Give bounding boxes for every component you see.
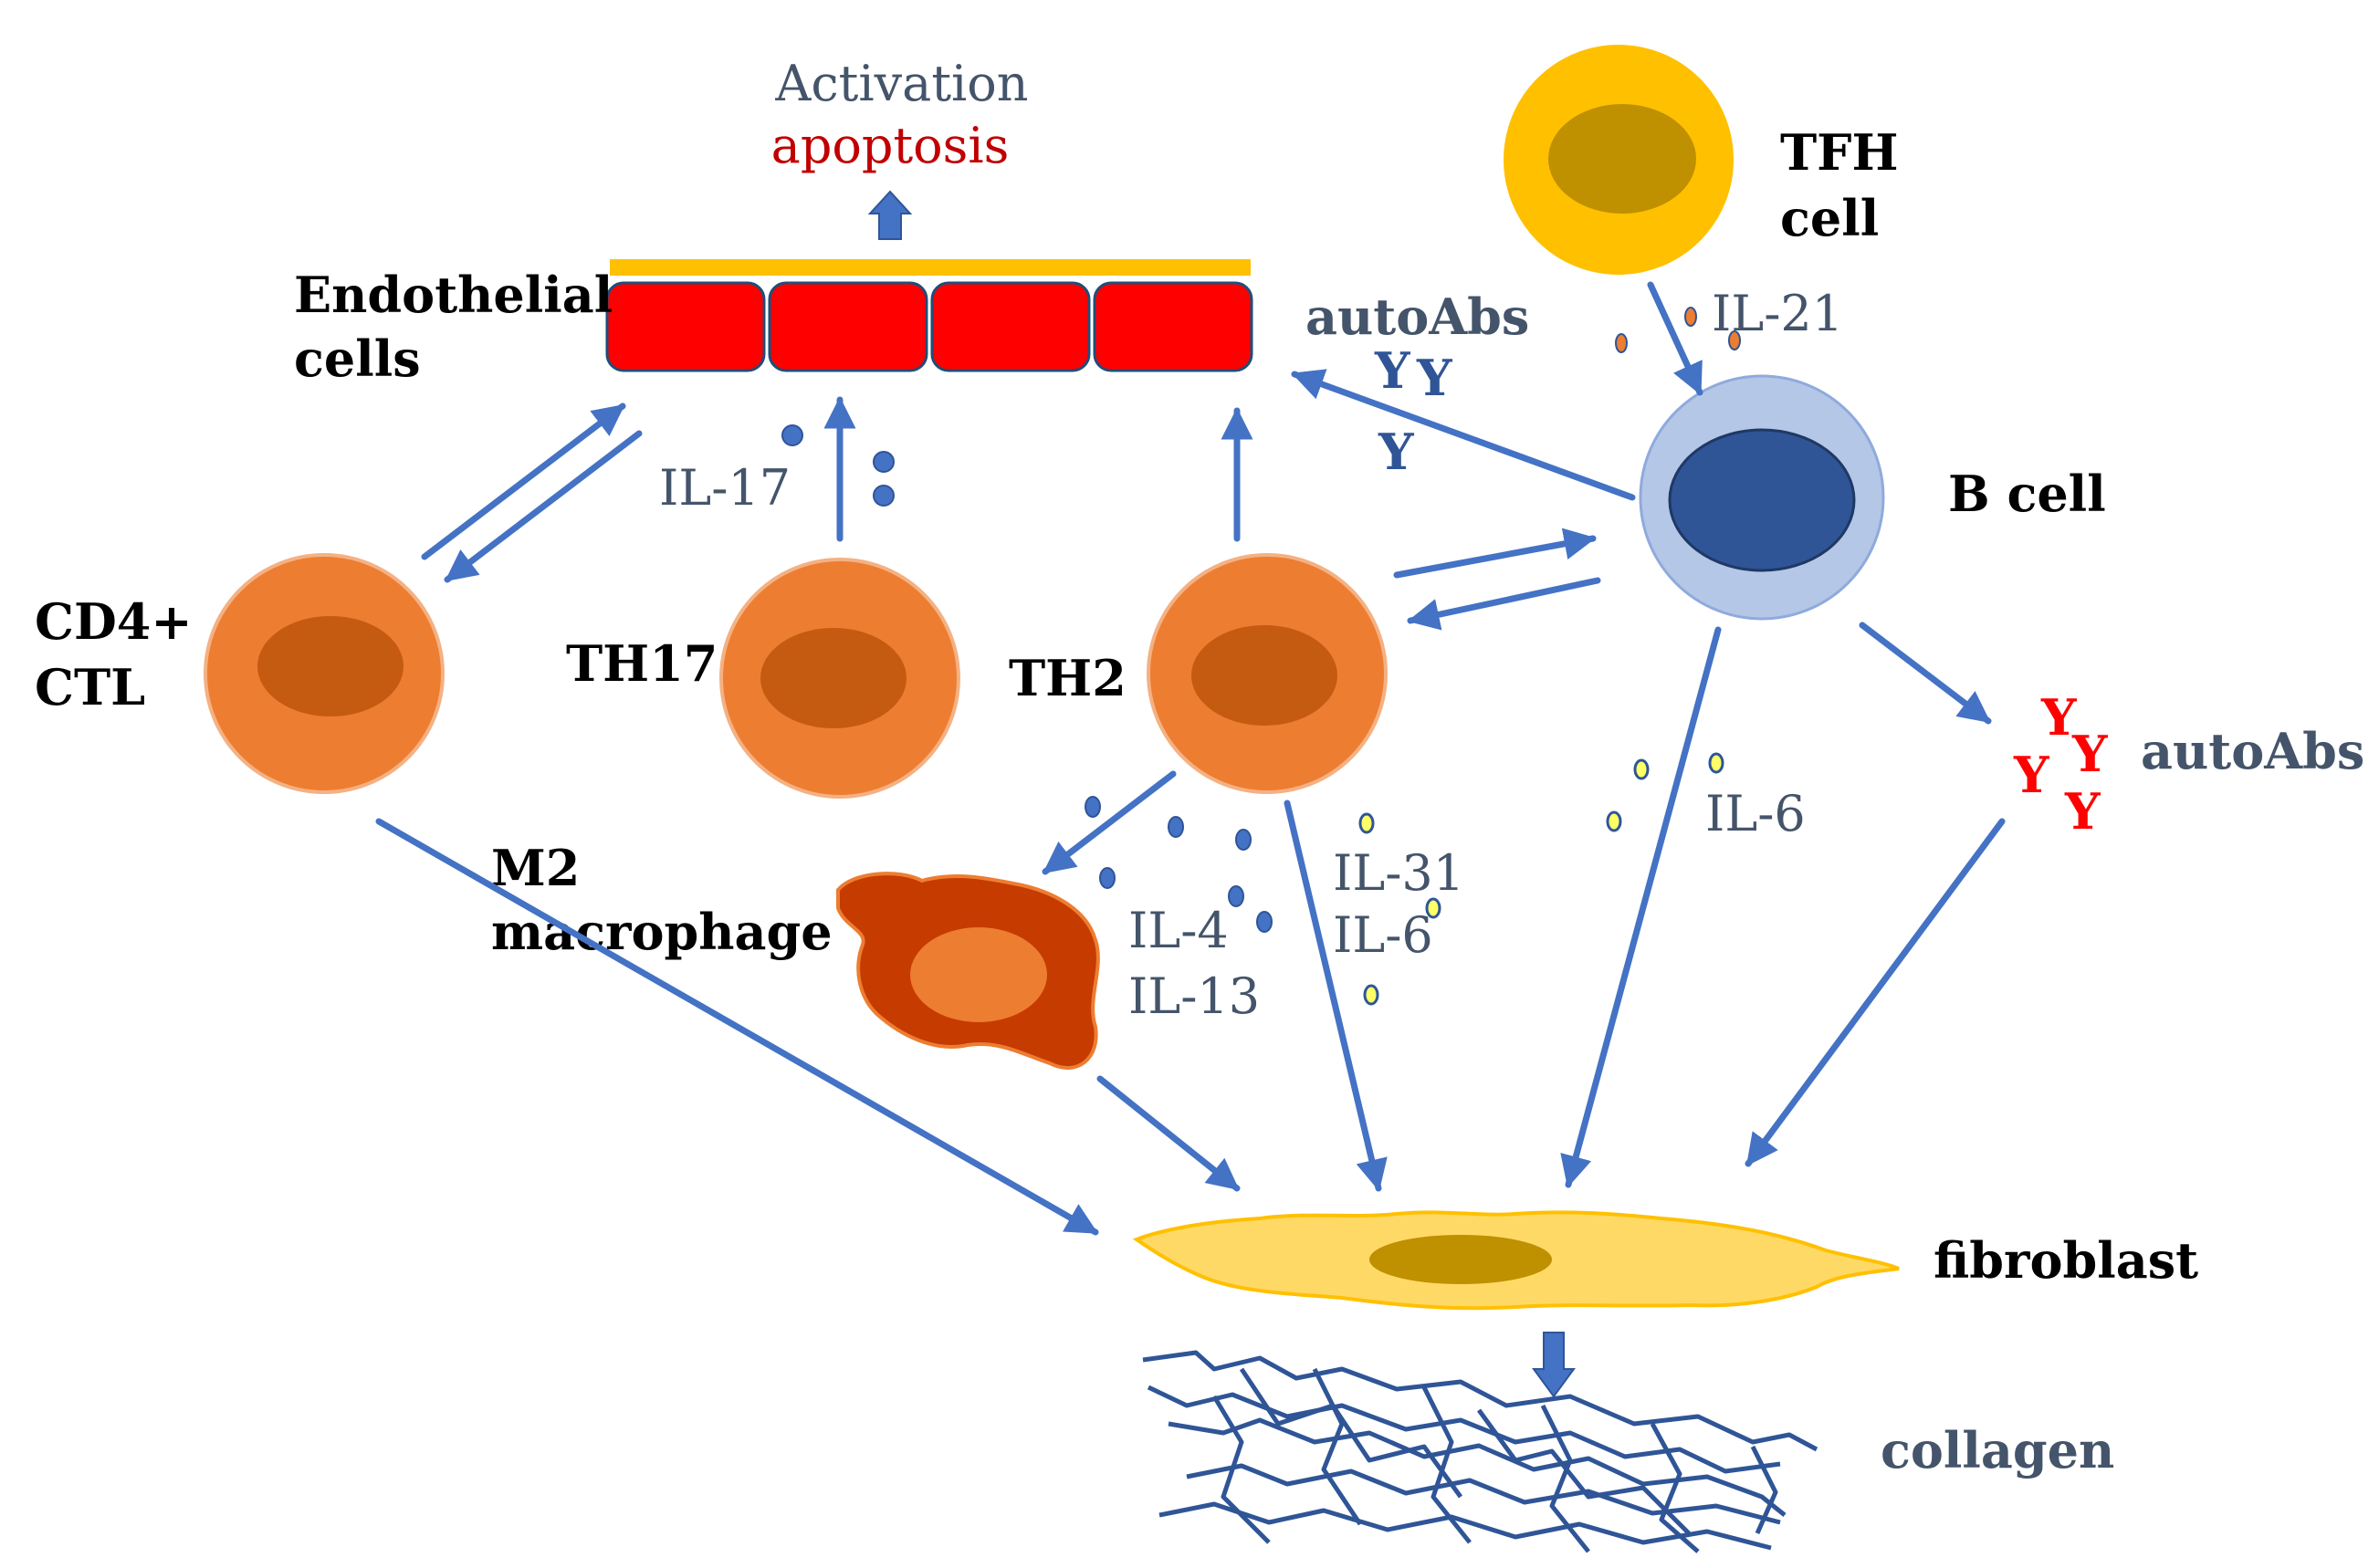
th2-nucleus [1191, 625, 1337, 726]
il4-label: IL-4 [1128, 902, 1229, 959]
collagen-label: collagen [1881, 1421, 2114, 1479]
antibody-y-icon: Y [1378, 423, 1415, 481]
cytokine-dot-icon [1633, 758, 1650, 780]
il6-b-label: IL-6 [1705, 785, 1806, 842]
cytokine-dot-icon [1168, 816, 1184, 838]
cytokine-dot-icon [1708, 752, 1724, 774]
il31-label: IL-31 [1333, 844, 1464, 902]
cd4-label-line1: CD4+ [35, 592, 193, 651]
tfh-label-line1: TFH [1780, 123, 1899, 182]
cytokine-dot-icon [873, 485, 895, 507]
cd4-ctl-cell [204, 553, 445, 794]
tfh-nucleus [1548, 104, 1696, 214]
endothelial-label-line1: Endothelial [294, 266, 613, 324]
arrow-th2-to-macrophage [1042, 770, 1177, 875]
cytokine-dot-icon [1728, 330, 1741, 350]
b-cell-label: B cell [1948, 465, 2106, 523]
cytokine-dot-icon [1615, 333, 1628, 353]
activation-label: Activation [774, 55, 1028, 112]
arrow-th2-to-bcell [1393, 528, 1597, 579]
antibody-y-icon: Y [2071, 725, 2109, 783]
arrow-autoabs-to-fibroblast [1745, 818, 2006, 1167]
autoabs-right-label: autoAbs [2141, 722, 2364, 780]
cytokine-dot-icon [1235, 829, 1252, 851]
arrow-th2-to-fibroblast [1284, 800, 1388, 1192]
arrow-cd4-to-fibroblast [375, 818, 1099, 1236]
cytokine-dot-icon [1363, 984, 1379, 1006]
endothelial-label-line2: cells [294, 329, 421, 388]
th2-cell [1147, 553, 1388, 794]
antibody-y-icon: Y [1374, 341, 1411, 400]
cytokine-dot-icon [1256, 911, 1273, 933]
m2-macrophage [836, 872, 1100, 1070]
endothelial-membrane [610, 259, 1251, 276]
tfh-label-line2: cell [1780, 189, 1879, 247]
block-down-arrow-icon [1532, 1332, 1576, 1398]
cytokine-dot-icon [1606, 810, 1622, 832]
cd4-ctl-nucleus [257, 616, 403, 716]
th17-label: TH17 [566, 634, 718, 693]
cytokine-dot-icon [1099, 867, 1116, 889]
cytokine-dot-icon [781, 424, 803, 446]
arrow-tfh-to-bcell [1647, 281, 1703, 396]
antibody-y-icon: Y [2040, 688, 2078, 747]
b-cell-nucleus [1668, 428, 1856, 572]
b-cell [1639, 374, 1885, 621]
fibroblast-nucleus [1369, 1235, 1552, 1284]
th2-label: TH2 [1009, 649, 1127, 707]
arrow-bcell-to-autoabs [1859, 622, 1992, 725]
block-up-arrow-icon [867, 190, 913, 240]
antibody-y-icon: Y [2013, 746, 2050, 804]
cytokine-dot-icon [1085, 796, 1101, 818]
arrow-bcell-to-fibroblast [1560, 626, 1722, 1188]
endothelial-cell-4 [1093, 281, 1253, 372]
arrow-cd4-to-endothelium [421, 402, 626, 560]
endothelium [605, 259, 1253, 372]
il6-th2-label: IL-6 [1333, 906, 1433, 964]
endothelial-cell-1 [605, 281, 766, 372]
collagen-network [1142, 1350, 1818, 1553]
th17-cell [719, 558, 960, 799]
cytokine-dot-icon [1358, 812, 1375, 834]
cd4-label-line2: CTL [35, 658, 145, 716]
endothelial-cell-3 [930, 281, 1091, 372]
tfh-cell [1500, 41, 1737, 278]
fibroblast-cell [1132, 1210, 1900, 1311]
cytokine-dot-icon [1228, 885, 1244, 907]
arrow-bcell-to-endothelium [1291, 369, 1636, 501]
arrow-bcell-to-th2 [1407, 577, 1601, 631]
arrow-macrophage-to-fibroblast [1096, 1075, 1241, 1192]
autoabs-top-label: autoAbs [1305, 287, 1529, 346]
cytokine-dot-icon [873, 451, 895, 473]
il13-label: IL-13 [1128, 967, 1260, 1025]
m2-label-line2: macrophage [491, 903, 833, 961]
m2-label-line1: M2 [491, 839, 580, 897]
antibody-y-icon: Y [2064, 782, 2101, 841]
endothelial-cell-2 [768, 281, 928, 372]
cytokine-dot-icon [1684, 307, 1697, 327]
cytokine-dot-icon [1425, 897, 1441, 919]
il17-label: IL-17 [659, 459, 791, 517]
arrow-endothelium-to-cd4 [444, 430, 643, 583]
antibody-y-icon: Y [1416, 349, 1453, 407]
apoptosis-label: apoptosis [771, 117, 1010, 174]
m2-macrophage-nucleus [910, 927, 1047, 1022]
th17-nucleus [760, 628, 907, 728]
fibroblast-label: fibroblast [1934, 1231, 2198, 1290]
arrows [375, 281, 2006, 1236]
